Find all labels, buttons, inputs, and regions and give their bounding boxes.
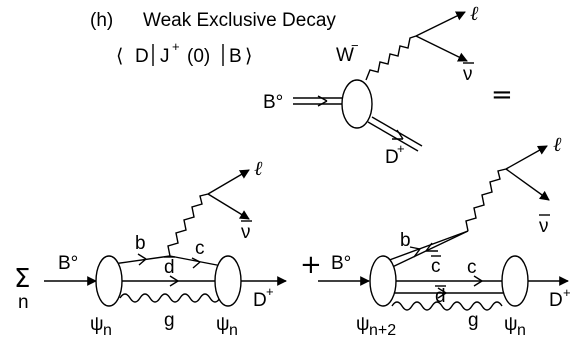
bl-initial-blob (95, 255, 123, 307)
bl-c-quark-arrow (191, 257, 201, 269)
br-initial-blob (369, 255, 397, 307)
bl-final-sup: + (266, 284, 274, 299)
bl-neutrino-line (207, 193, 250, 220)
bl-antiquark-d: d (164, 257, 175, 278)
top-blob (341, 79, 373, 129)
br-neutrino-line (505, 168, 550, 201)
bottom-left-diagram: Σ n B° b c d g ℓ ν D + (14, 156, 287, 339)
current-arg: (0) (187, 46, 210, 67)
top-final-d: D (385, 147, 399, 168)
bl-wf-initial-sub: n (103, 322, 112, 339)
figure-title: Weak Exclusive Decay (143, 10, 336, 31)
bl-quark-b: b (135, 233, 146, 254)
top-final-sup: + (397, 141, 405, 156)
br-quark-c: c (467, 257, 477, 278)
bl-b-quark-arrow (137, 253, 147, 266)
top-diagram: B° D + W − ℓ ν = (263, 1, 513, 168)
bl-initial-b: B° (58, 253, 78, 274)
bl-final-blob (214, 255, 242, 307)
br-wf-final-sub: n (517, 322, 526, 339)
bl-gluon-label: g (164, 310, 175, 331)
sum-index: n (18, 292, 29, 313)
bl-w-boson-line (167, 193, 209, 257)
br-wf-final: ψ (504, 314, 518, 335)
d-meson-line-1 (371, 116, 423, 147)
bracket-close: ⟩ (245, 46, 252, 67)
w-boson-line (365, 35, 417, 81)
bracket-open: ⟨ (116, 46, 123, 67)
bl-wf-final: ψ (216, 314, 230, 335)
br-gluon-label: g (468, 310, 479, 331)
br-c-quark-arrow (473, 275, 483, 287)
top-neutrino-label: ν (463, 64, 473, 85)
br-w-boson-line (465, 168, 507, 232)
br-quark-b: b (400, 230, 411, 251)
br-initial-b: B° (331, 253, 351, 274)
bl-c-quark-line (169, 255, 223, 267)
bl-final-d: D (253, 290, 267, 311)
equals-sign: = (491, 80, 513, 110)
br-lepton-label: ℓ (553, 132, 562, 156)
header: (h) Weak Exclusive Decay ⟨ D J + (0) B ⟩ (90, 10, 336, 67)
top-lepton-label: ℓ (470, 1, 479, 25)
panel-tag: (h) (90, 10, 113, 31)
br-dbar-arrow (437, 287, 447, 299)
bl-wf-final-sub: n (229, 322, 238, 339)
plus-sign: + (300, 250, 322, 280)
br-neutrino-label: ν (539, 216, 549, 237)
br-lepton-line (505, 145, 548, 170)
top-initial-b: B° (263, 92, 283, 113)
bl-dbar-arrow (169, 275, 179, 287)
bl-b-quark-line (112, 255, 171, 265)
br-b-quark-line (383, 230, 469, 263)
br-final-sup: + (563, 285, 571, 300)
br-wf-initial-sub: n+2 (369, 322, 396, 339)
top-w-label: W (336, 45, 354, 66)
sum-symbol: Σ (14, 264, 30, 294)
b-meson-arrow (317, 95, 328, 107)
d-meson-arrow (392, 129, 404, 140)
br-final-d: D (549, 290, 563, 311)
br-gluon-line (391, 301, 503, 311)
br-antiquark-d: d (435, 286, 446, 307)
bl-gluon-line (119, 293, 221, 303)
d-meson-line-2 (367, 121, 419, 152)
bl-neutrino-label: ν (241, 222, 251, 243)
matrix-element: ⟨ D J + (0) B ⟩ (116, 39, 252, 67)
bl-quark-c: c (195, 238, 205, 259)
bl-wf-initial: ψ (90, 314, 104, 335)
br-wf-initial: ψ (356, 314, 370, 335)
ket-b: B (229, 46, 242, 67)
bra-d: D (135, 46, 149, 67)
current-sup: + (172, 39, 180, 54)
current-j: J (160, 46, 170, 67)
br-antiquark-c: c (431, 256, 441, 277)
bl-lepton-line (207, 169, 250, 195)
br-cbar-arrow (425, 242, 438, 252)
bottom-right-diagram: B° b c c d g ℓ ν D + (318, 132, 571, 339)
br-final-blob (501, 255, 529, 307)
top-w-sup: − (351, 38, 359, 53)
neutrino-line (415, 35, 468, 62)
bl-lepton-label: ℓ (254, 156, 263, 180)
lepton-line (415, 11, 466, 37)
